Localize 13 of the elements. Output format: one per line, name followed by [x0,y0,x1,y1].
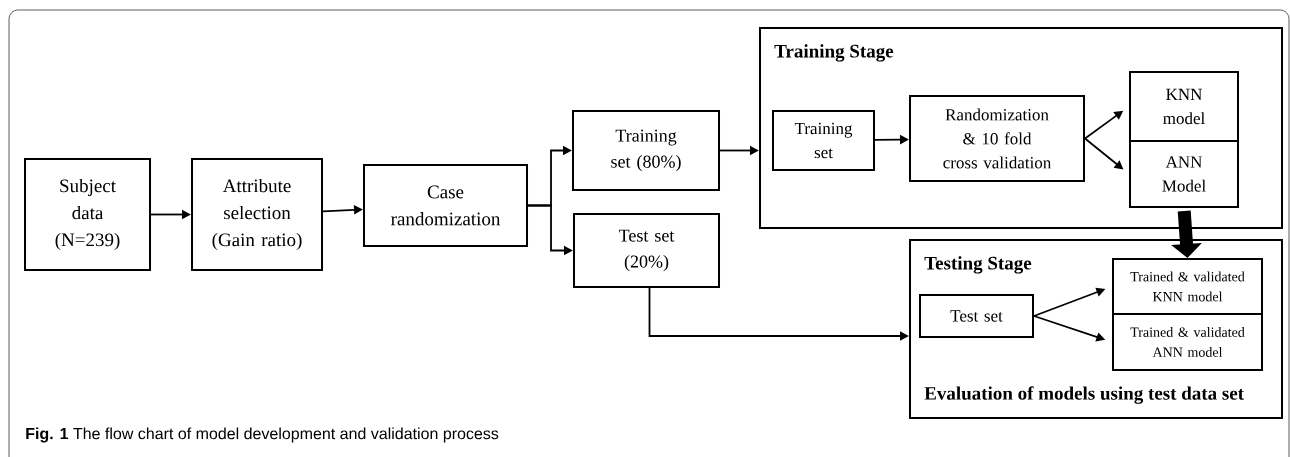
process-box: Trained & validated KNN model [1112,258,1263,315]
process-box: Training set [772,110,875,171]
process-box: KNN model [1129,71,1239,142]
process-box: Subject data (N=239) [24,158,151,271]
process-box: Randomization & 10 fold cross validation [909,95,1085,182]
process-box: Test set (20%) [573,213,720,288]
process-box: Attribute selection (Gain ratio) [191,158,323,271]
process-box: ANN Model [1129,140,1239,208]
process-box: Trained & validated ANN model [1112,313,1263,371]
process-box: Training set (80%) [572,110,720,191]
caption: Fig. 1 The flow chart of model development and validation process [26,427,499,443]
process-box: Test set [919,294,1034,338]
process-box: Case randomization [363,164,528,247]
